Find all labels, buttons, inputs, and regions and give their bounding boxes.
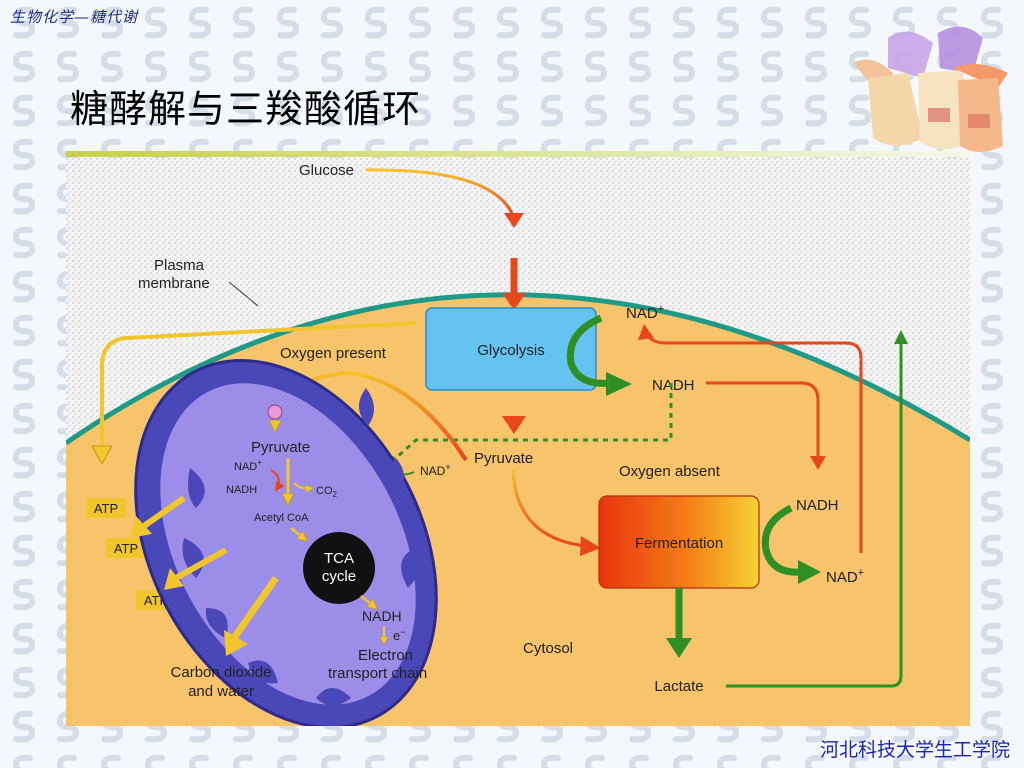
atp-glycolysis-arrow	[100, 321, 417, 448]
nad-plus-mito: NAD+	[234, 458, 262, 473]
nad-plus-top-sup: +	[658, 303, 664, 315]
nad-plus-ferm-sup: +	[858, 567, 864, 579]
pyruvate-cytosol: Pyruvate	[474, 450, 533, 467]
lactate-label: Lactate	[654, 678, 703, 695]
nadh-top: NADH	[652, 377, 695, 394]
plasma-membrane-pointer	[228, 281, 259, 307]
glucose-label: Glucose	[299, 162, 354, 179]
glycolysis-nadh-arrowhead	[606, 372, 632, 396]
atp-box-2	[106, 538, 146, 558]
tca-nadh-arrow	[360, 595, 376, 608]
nad-plus-mid: NAD+	[420, 462, 451, 478]
nad-plus-mid-sup: +	[445, 462, 450, 472]
glycolysis-pyruvate-arrowhead	[502, 416, 526, 434]
glucose-arrowhead	[504, 213, 524, 228]
nad-plus-mito-text: NAD	[234, 461, 257, 473]
nadh-mito: NADH	[226, 484, 257, 496]
nadh-ferm: NADH	[796, 497, 839, 514]
atp-1: ATP	[94, 501, 118, 516]
nad-plus-top: NAD+	[626, 303, 664, 322]
tca-cycle	[303, 532, 375, 604]
glucose-arrow	[365, 168, 516, 219]
pyruvate-mito: Pyruvate	[251, 439, 310, 456]
footer-institution: 河北科技大学生工学院	[819, 739, 1010, 761]
electron-label: e−	[393, 627, 406, 643]
etc-label-2: transport chain	[328, 665, 427, 682]
mito-atp-arrow-2	[174, 547, 228, 581]
oxygen-present-arrow	[296, 370, 468, 462]
decorative-candy-image	[853, 26, 1008, 152]
nadh-etc: NADH	[362, 608, 402, 624]
atp-box-1	[86, 498, 126, 518]
oxygen-absent-arrowhead	[580, 536, 601, 556]
glucose-entry-arrowhead	[502, 293, 526, 310]
lactate-export-arrowhead	[894, 330, 908, 344]
slide-title: 糖酵解与三羧酸循环	[70, 87, 422, 131]
acetyl-tca-arrow	[290, 527, 306, 540]
acetyl-coa: Acetyl CoA	[254, 512, 309, 524]
atp-2: ATP	[114, 541, 138, 556]
mito-atp-arrow-1	[142, 495, 186, 529]
mitochondrion-cristae	[182, 388, 420, 706]
nad-plus-mid-text: NAD	[420, 464, 446, 478]
atp-glycolysis-arrowhead	[91, 445, 113, 465]
header-tag: 生物化学—糖代谢	[10, 8, 139, 26]
co2-sub: 2	[333, 490, 338, 499]
nad-plus-mito-sup: +	[257, 458, 262, 467]
nadh-to-fermentation-arrowhead	[810, 456, 826, 470]
plasma-membrane-label-1: Plasma	[154, 257, 205, 274]
nad-plus-ferm-text: NAD	[826, 569, 858, 586]
mito-atp-arrowhead-1	[130, 516, 152, 538]
electron-sup: −	[400, 627, 405, 637]
nad-plus-ferm: NAD+	[826, 567, 864, 586]
nad-plus-top-text: NAD	[626, 305, 658, 322]
cytosol-label: Cytosol	[523, 640, 573, 657]
fermentation-nad-arrowhead	[798, 560, 821, 584]
oxygen-absent: Oxygen absent	[619, 463, 721, 480]
nad-mito-arrow	[270, 469, 285, 492]
co2-label: CO2	[316, 485, 338, 499]
oxygen-absent-arrow	[511, 469, 587, 548]
mito-co2-arrowhead	[224, 630, 248, 656]
lactate-export-arrow	[726, 343, 903, 688]
tca-label-2: cycle	[322, 568, 356, 585]
pyruvate-transporter	[267, 404, 283, 420]
nad-return-arrowhead	[638, 324, 654, 340]
title-underline	[66, 151, 970, 157]
fermentation-lactate-arrowhead	[666, 638, 692, 658]
carbon-dioxide-label-1: Carbon dioxide	[171, 664, 272, 681]
glycolysis-nad-cycle	[566, 314, 612, 387]
oxygen-present: Oxygen present	[280, 345, 387, 362]
tca-label-1: TCA	[324, 550, 354, 567]
plasma-membrane-label-2: membrane	[138, 275, 210, 292]
nadh-to-fermentation-arrow	[706, 381, 820, 458]
mito-co2-arrow	[231, 575, 279, 641]
etc-label-1: Electron	[358, 647, 413, 664]
co2-text: CO	[316, 485, 333, 497]
nadh-shuttle-dotted	[366, 383, 673, 460]
glycolysis-label: Glycolysis	[477, 342, 545, 359]
metabolism-diagram: Glucose Plasma membrane Glycolysis NAD+ …	[66, 158, 970, 726]
mito-atp-arrowhead-2	[164, 568, 184, 590]
electron-text: e	[393, 628, 400, 643]
fermentation-label: Fermentation	[635, 535, 723, 552]
nad-return-arrow	[644, 332, 863, 553]
co2-release-arrow	[293, 482, 312, 488]
carbon-dioxide-label-2: and water	[188, 683, 254, 700]
fermentation-nad-cycle	[761, 504, 802, 576]
